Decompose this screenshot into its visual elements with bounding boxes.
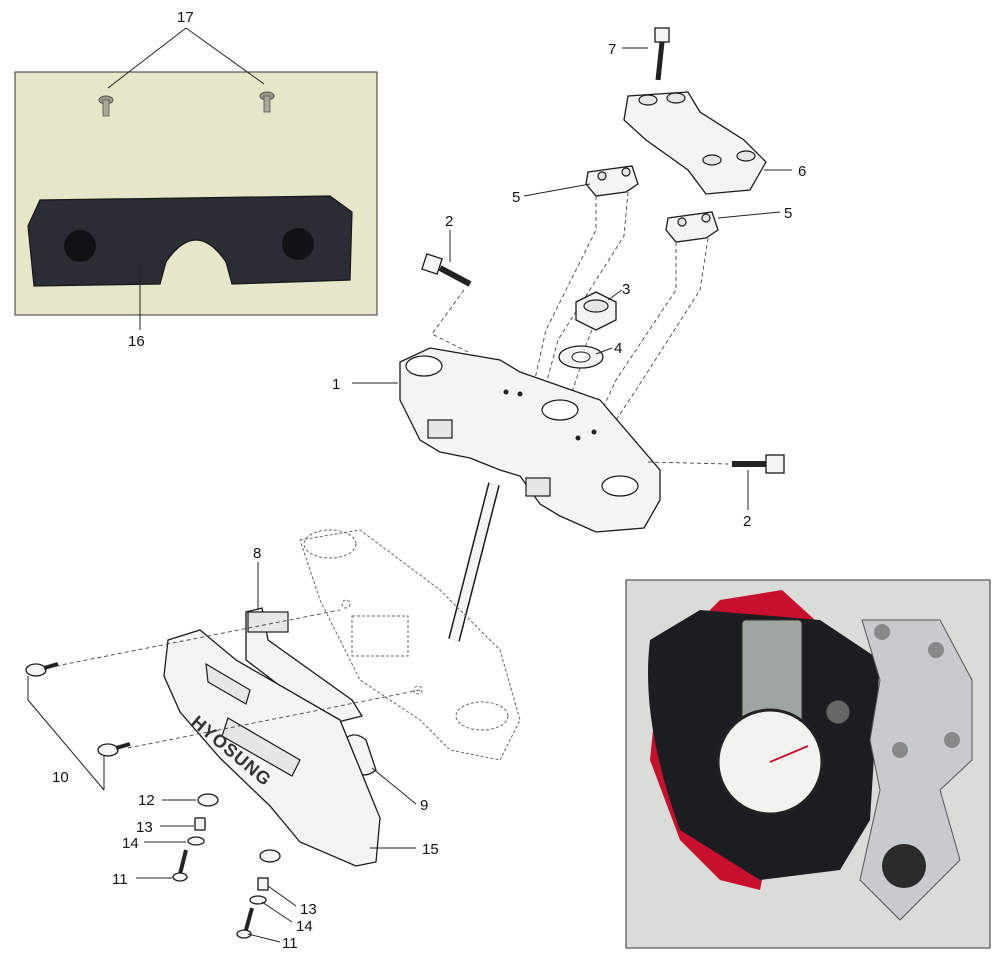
photo-handlebar-clamp <box>859 619 973 921</box>
photo-screw-right <box>259 91 275 113</box>
part-5-clamp-left <box>585 165 639 197</box>
callout-2-right: 2 <box>743 513 751 530</box>
part-2-bolt-right <box>732 454 785 474</box>
callout-11-right: 11 <box>282 935 298 952</box>
part-13-spacer-right <box>257 877 269 891</box>
callout-15: 15 <box>422 841 439 858</box>
callout-5-right: 5 <box>784 205 792 222</box>
callout-1: 1 <box>332 376 340 393</box>
part-2-bolt-left <box>421 253 472 287</box>
part-13-spacer-left <box>194 817 206 831</box>
part-7-bolt <box>654 27 670 81</box>
callout-8: 8 <box>253 545 261 562</box>
callout-13-left: 13 <box>136 819 153 836</box>
part-4-washer <box>558 345 604 369</box>
callout-10: 10 <box>52 769 69 786</box>
callout-17: 17 <box>177 9 194 26</box>
callout-6: 6 <box>798 163 806 180</box>
part-10-screw-lower <box>97 742 131 757</box>
callout-12: 12 <box>138 792 155 809</box>
part-lower-triple-tree <box>299 482 521 761</box>
callout-3: 3 <box>622 281 630 298</box>
photo-cover <box>27 195 353 287</box>
part-14-washer-left <box>187 836 205 846</box>
part-12-grommet-right <box>259 849 281 863</box>
part-11-bolt-left <box>172 849 188 882</box>
leader-lines <box>27 27 792 943</box>
part-1-upper-bracket <box>399 347 661 533</box>
callout-14-right: 14 <box>296 918 313 935</box>
callout-4: 4 <box>614 340 622 357</box>
photo-screw-left <box>98 95 114 117</box>
part-5-clamp-right <box>665 211 719 243</box>
photo-installed-assembly <box>625 579 991 949</box>
part-6-handlebar-clamp <box>623 91 767 195</box>
callout-14-left: 14 <box>122 835 139 852</box>
part-12-grommet-left <box>197 793 219 807</box>
part-3-nut <box>575 291 617 331</box>
callout-labels: 17 16 7 6 5 5 2 3 4 1 2 8 9 10 12 13 14 … <box>52 9 806 952</box>
callout-16: 16 <box>128 333 145 350</box>
callout-2-left: 2 <box>445 213 453 230</box>
photo-cover-and-screws <box>14 71 378 316</box>
callout-11-left: 11 <box>112 871 128 888</box>
part-10-screw-upper <box>25 662 59 677</box>
part-11-bolt-right <box>236 907 254 939</box>
callout-9: 9 <box>420 797 428 814</box>
callout-5-left: 5 <box>512 189 520 206</box>
callout-7: 7 <box>608 41 616 58</box>
callout-13-right: 13 <box>300 901 317 918</box>
part-8-bracket <box>245 607 364 725</box>
